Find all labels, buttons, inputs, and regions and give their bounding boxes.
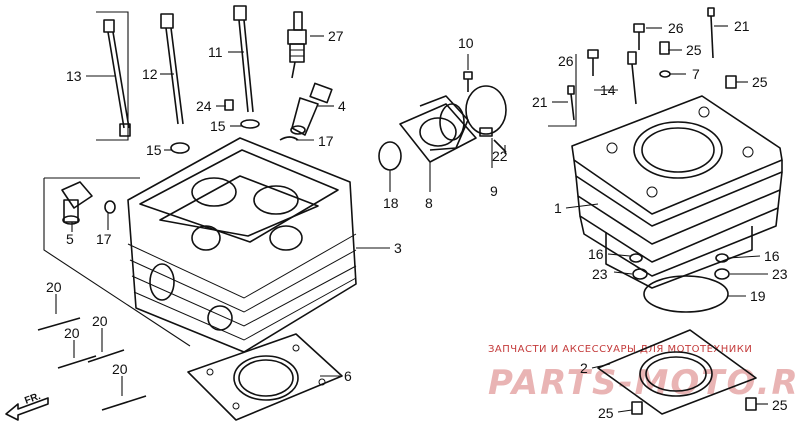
screw-10 xyxy=(463,71,473,92)
callout-16b: 16 xyxy=(764,248,780,264)
callout-18: 18 xyxy=(383,195,399,211)
spark-plug xyxy=(287,11,307,79)
callout-4: 4 xyxy=(338,98,346,114)
bolt-26a xyxy=(587,49,599,59)
callout-10: 10 xyxy=(458,35,474,51)
oring-17a xyxy=(279,136,299,141)
watermark: PARTS-MOTO.RU ЗАПЧАСТИ И АКСЕССУАРЫ ДЛЯ … xyxy=(488,344,800,403)
callout-23a: 23 xyxy=(592,266,608,282)
oring-18 xyxy=(378,141,402,171)
callout-12: 12 xyxy=(142,66,158,82)
bolt-26b xyxy=(633,23,645,33)
callout-17b: 17 xyxy=(96,231,112,247)
bracket-13 xyxy=(96,11,129,141)
callout-1: 1 xyxy=(554,200,562,216)
callout-numbers: 13 12 11 27 24 15 15 4 17 3 5 17 6 10 18… xyxy=(46,18,788,421)
callout-25d: 25 xyxy=(772,397,788,413)
base-gasket xyxy=(597,329,757,415)
stud-21b xyxy=(567,85,575,95)
stud-20c xyxy=(87,349,125,363)
band-clamp-9 xyxy=(465,85,507,137)
oring-19 xyxy=(643,275,729,313)
callout-13: 13 xyxy=(66,68,82,84)
callout-3: 3 xyxy=(394,240,402,256)
callout-22: 22 xyxy=(492,148,508,164)
washer-23a xyxy=(632,268,648,280)
dowel-25a xyxy=(659,41,670,55)
leader-lines xyxy=(55,25,768,413)
callout-2: 2 xyxy=(580,360,588,376)
dowel-25b xyxy=(725,75,737,89)
dowel-24 xyxy=(224,99,234,111)
seal-16a xyxy=(629,253,643,263)
dowel-25c xyxy=(631,401,643,415)
callout-20b: 20 xyxy=(64,325,80,341)
head-bolt-medium xyxy=(160,13,184,125)
callout-15a: 15 xyxy=(210,118,226,134)
callout-19: 19 xyxy=(750,288,766,304)
callout-21b: 21 xyxy=(532,94,548,110)
fr-label: FR. xyxy=(23,391,42,407)
callout-14: 14 xyxy=(600,82,616,98)
callout-20a: 20 xyxy=(46,279,62,295)
washer-15b xyxy=(170,142,190,154)
stud-20b xyxy=(57,355,97,369)
cylinder-block xyxy=(571,95,783,289)
callout-11: 11 xyxy=(208,44,223,60)
washer-7 xyxy=(659,70,671,78)
callout-7: 7 xyxy=(692,66,700,82)
washer-15a xyxy=(240,119,260,129)
stud-20d xyxy=(101,395,147,411)
watermark-caption: ЗАПЧАСТИ И АКСЕССУАРЫ ДЛЯ МОТОТЕХНИКИ xyxy=(488,344,752,355)
callout-5: 5 xyxy=(66,231,74,247)
callout-8: 8 xyxy=(425,195,433,211)
pipe-5 xyxy=(61,181,93,225)
head-bolt-stud xyxy=(233,5,254,113)
callout-25c: 25 xyxy=(598,405,614,421)
callout-9: 9 xyxy=(490,183,498,199)
washer-23b xyxy=(714,268,730,280)
carb-insulator xyxy=(399,95,477,163)
stud-20a xyxy=(37,317,81,331)
callout-17a: 17 xyxy=(318,133,334,149)
callout-26b: 26 xyxy=(668,20,684,36)
callout-16a: 16 xyxy=(588,246,604,262)
head-bolt-long xyxy=(103,19,131,137)
callout-20c: 20 xyxy=(92,313,108,329)
callout-15b: 15 xyxy=(146,142,162,158)
stud-21a xyxy=(707,7,715,17)
callout-25b: 25 xyxy=(752,74,768,90)
front-direction-arrow: FR. xyxy=(5,391,49,421)
screw-22 xyxy=(493,139,507,153)
callout-23b: 23 xyxy=(772,266,788,282)
callout-24: 24 xyxy=(196,98,212,114)
head-gasket xyxy=(187,333,343,421)
callout-6: 6 xyxy=(344,368,352,384)
bracket-head xyxy=(43,178,191,347)
callout-26a: 26 xyxy=(558,53,574,69)
callout-21a: 21 xyxy=(734,18,750,34)
cylinder-head xyxy=(127,137,357,353)
oring-17b xyxy=(104,200,116,214)
callout-27: 27 xyxy=(328,28,344,44)
stud-14 xyxy=(627,51,637,65)
callout-25a: 25 xyxy=(686,42,702,58)
intake-pipe-4 xyxy=(290,82,333,136)
callout-20d: 20 xyxy=(112,361,128,377)
